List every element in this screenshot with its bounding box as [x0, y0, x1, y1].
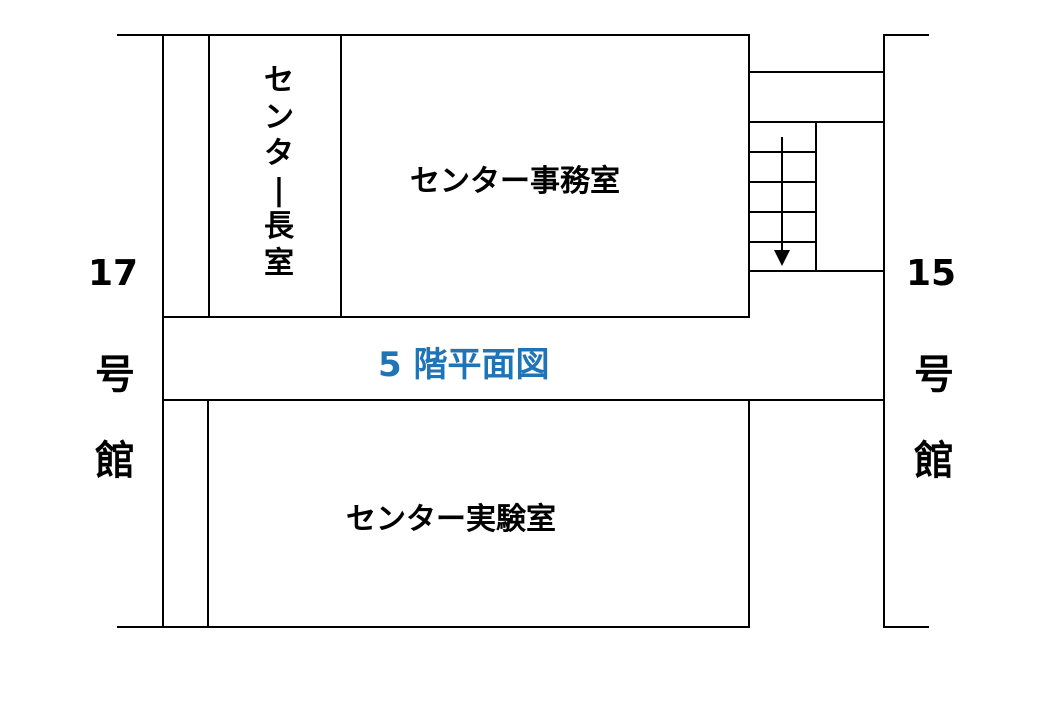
lab-label: センター実験室: [346, 502, 556, 537]
director-room-label-char: |: [273, 172, 285, 208]
director-room-label: センタ|長室: [255, 63, 303, 282]
director-room-label-char: セ: [264, 63, 294, 98]
right-building-char: 館: [914, 438, 954, 484]
office-label: センター事務室: [410, 164, 620, 199]
down-arrow-icon: [774, 137, 790, 266]
right-building-number: 15: [906, 253, 957, 294]
director-room-label-char: ン: [264, 99, 294, 135]
floor-title: 5 階平面図: [378, 345, 550, 385]
left-building-char: 館: [95, 438, 135, 484]
left-building-char: 号: [95, 352, 135, 398]
right-building-char: 号: [914, 352, 954, 398]
director-room-label-char: 室: [264, 245, 294, 281]
director-room-label-char: タ: [264, 136, 294, 171]
left-building-number: 17: [88, 253, 139, 294]
director-room-label-char: 長: [264, 209, 294, 244]
